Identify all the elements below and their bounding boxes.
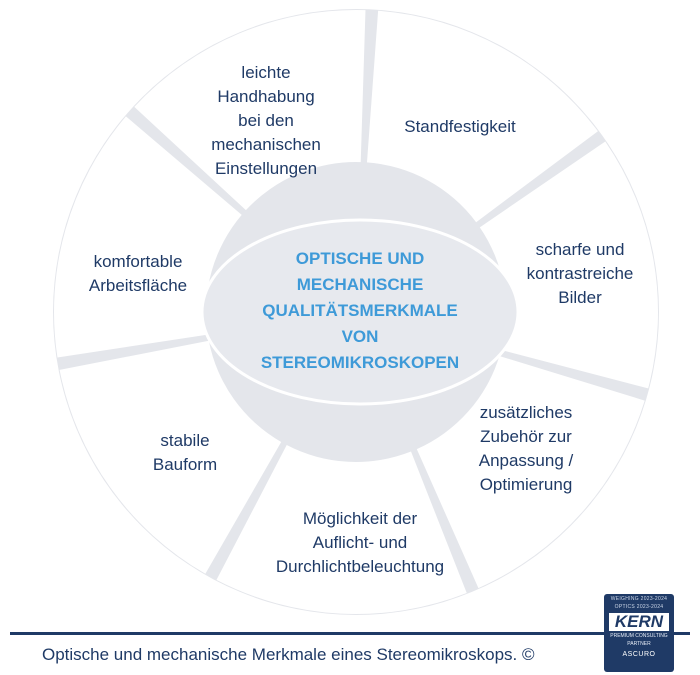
- badge-brand: KERN: [609, 613, 669, 631]
- center-title-line: MECHANISCHE: [296, 275, 424, 294]
- wheel-segment-standfestigkeit: [366, 10, 598, 223]
- segment-label-line: Handhabung: [217, 87, 315, 106]
- segment-label-zubehoer: zusätzliches Zubehör zur Anpassung / Opt…: [446, 401, 606, 497]
- segment-label-bilder: scharfe und kontrastreiche Bilder: [500, 238, 660, 310]
- segment-label-line: Auflicht- und: [312, 533, 408, 552]
- segment-label-line: leichte: [241, 63, 291, 82]
- center-hub: [200, 218, 520, 406]
- badge-bottom-line: ASCURO: [622, 651, 656, 658]
- wheel-segment-arbeitsflaeche: [53, 116, 242, 358]
- segment-label-line: komfortable: [93, 252, 183, 271]
- wheel-segment-bauform: [59, 340, 282, 574]
- segment-label-line: kontrastreiche: [526, 264, 634, 283]
- segment-label-line: Anpassung /: [478, 451, 574, 470]
- segment-label-line: zusätzliches: [479, 403, 573, 422]
- wheel-segment-beleuchtung: [216, 445, 467, 614]
- figure-caption: Optische und mechanische Merkmale eines …: [42, 645, 535, 664]
- segment-label-line: scharfe und: [535, 240, 625, 259]
- kern-partner-badge: WEIGHING 2023-2024 OPTICS 2023-2024 KERN…: [604, 594, 674, 672]
- caption-divider: [10, 632, 690, 635]
- segment-label-line: Zubehör zur: [480, 427, 572, 446]
- segment-label-line: Standfestigkeit: [404, 117, 516, 136]
- segment-label-line: Einstellungen: [214, 159, 318, 178]
- segment-label-line: stabile: [160, 431, 210, 450]
- segment-label-bauform: stabile Bauform: [115, 429, 255, 477]
- segment-label-line: Bilder: [558, 288, 602, 307]
- segment-label-handhabung: leichte Handhabung bei den mechanischen …: [196, 61, 336, 181]
- badge-sub-line: PREMIUM CONSULTING: [610, 633, 668, 639]
- segment-label-line: Optimierung: [479, 475, 573, 494]
- segment-label-line: Arbeitsfläche: [88, 276, 188, 295]
- segment-label-line: Bauform: [152, 455, 218, 474]
- center-title-line: VON: [341, 327, 379, 346]
- wheel-segment-bilder: [479, 141, 658, 389]
- badge-top-line: WEIGHING 2023-2024: [610, 596, 668, 602]
- wheel-segment-zubehoer: [416, 355, 645, 589]
- segment-label-standfestigkeit: Standfestigkeit: [380, 115, 540, 139]
- center-title-line: QUALITÄTSMERKMALE: [262, 301, 458, 320]
- center-title: OPTISCHE UND MECHANISCHE QUALITÄTSMERKMA…: [230, 246, 490, 376]
- center-title-line: OPTISCHE UND: [295, 249, 425, 268]
- segment-label-beleuchtung: Möglichkeit der Auflicht- und Durchlicht…: [250, 507, 470, 579]
- segment-label-arbeitsflaeche: komfortable Arbeitsfläche: [68, 250, 208, 298]
- wheel-segment-handhabung: [134, 9, 366, 211]
- badge-top-line: OPTICS 2023-2024: [614, 604, 664, 610]
- segment-label-line: Möglichkeit der: [302, 509, 418, 528]
- diagram-wheel: [53, 9, 659, 615]
- segment-label-line: Durchlichtbeleuchtung: [275, 557, 445, 576]
- segment-label-line: bei den: [238, 111, 294, 130]
- center-title-line: STEREOMIKROSKOPEN: [260, 353, 460, 372]
- segment-label-line: mechanischen: [211, 135, 321, 154]
- badge-sub-line: PARTNER: [627, 641, 651, 647]
